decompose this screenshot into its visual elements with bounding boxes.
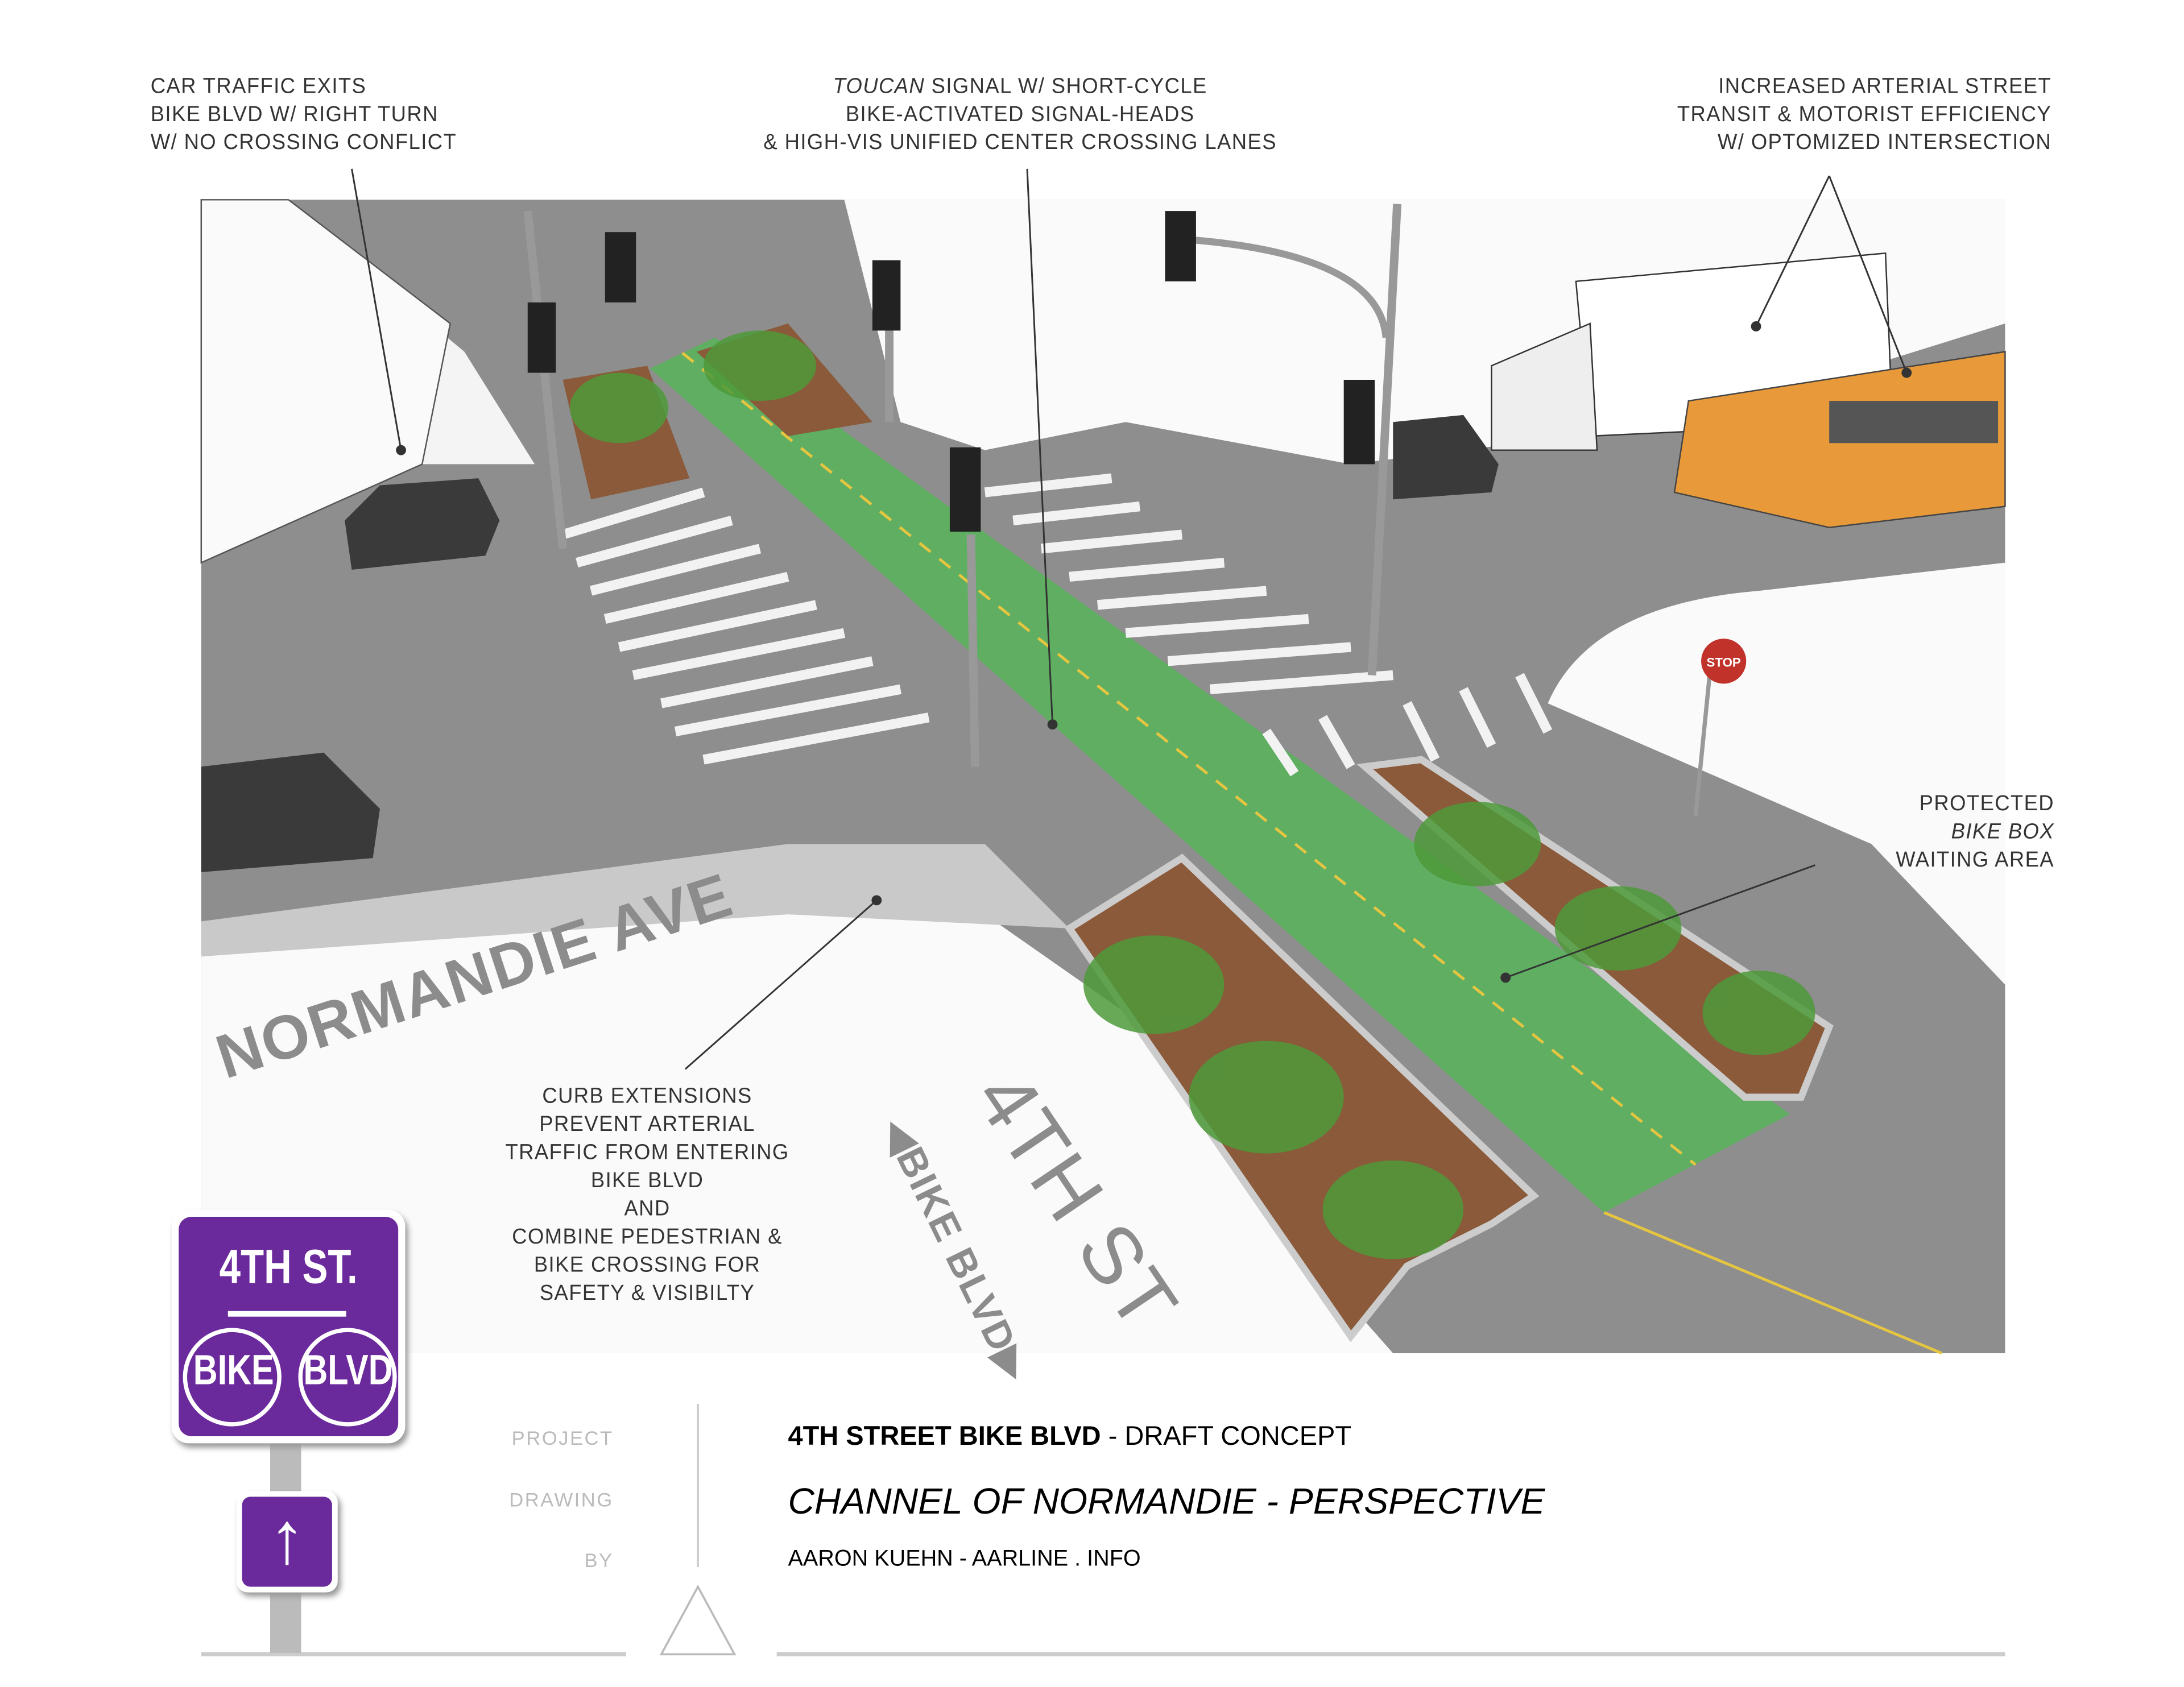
sign-street-name: 4TH ST. bbox=[219, 1241, 358, 1295]
sidewalk-corner-nw bbox=[200, 199, 452, 564]
car-northwest bbox=[345, 478, 500, 570]
note-line: Car traffic exits bbox=[150, 74, 367, 99]
car-west bbox=[201, 752, 380, 872]
arrow-up-icon: ↑ bbox=[268, 1498, 305, 1580]
aarline-logo bbox=[659, 1584, 737, 1656]
annotation-bike-box: Protected Bike Box waiting area bbox=[1787, 790, 2054, 874]
signal-mast-arm bbox=[1181, 235, 1390, 338]
note-line: combine pedestrian & bbox=[512, 1225, 783, 1249]
yellow-line bbox=[1603, 1211, 1943, 1355]
bike-blvd-sign: 4TH ST. BIKE BLVD ↑ bbox=[171, 1209, 406, 1653]
project-label: Project bbox=[511, 1426, 614, 1449]
sign-panel: 4TH ST. BIKE BLVD bbox=[171, 1209, 406, 1444]
project-name: 4th Street Bike Blvd bbox=[788, 1422, 1101, 1452]
sidewalk-south-east bbox=[1548, 562, 2005, 985]
note-line: Curb extensions bbox=[542, 1084, 752, 1109]
bike-lane bbox=[650, 337, 1790, 1213]
traffic-signal-heads bbox=[527, 211, 1375, 532]
note-line: w/ optomized intersection bbox=[1717, 131, 2052, 155]
note-emphasis: Bike Box bbox=[1951, 820, 2055, 844]
note-line: waiting area bbox=[1896, 848, 2055, 872]
annotation-curb-extensions: Curb extensions prevent arterial traffic… bbox=[474, 1083, 821, 1308]
note-line: bike-activated signal-heads bbox=[845, 102, 1195, 127]
note-line: traffic from entering bbox=[505, 1141, 789, 1165]
note-line: bike blvd w/ right turn bbox=[150, 102, 439, 127]
note-line: transit & motorist efficiency bbox=[1677, 102, 2052, 127]
note-line: and bbox=[624, 1197, 671, 1221]
note-line: prevent arterial bbox=[539, 1112, 755, 1137]
leader-lines bbox=[351, 168, 1912, 1070]
sign-bike-text: BIKE bbox=[193, 1348, 274, 1394]
sign-blvd-text: BLVD bbox=[303, 1348, 393, 1394]
plants bbox=[569, 330, 1815, 1259]
project-status: - Draft Concept bbox=[1101, 1422, 1352, 1452]
project-value: 4th Street Bike Blvd - Draft Concept bbox=[788, 1422, 1351, 1453]
crosswalk-west bbox=[561, 487, 930, 765]
drawing-title: Channel of Normandie - Perspective bbox=[788, 1479, 1545, 1522]
drawing-label: Drawing bbox=[509, 1488, 614, 1511]
car-north bbox=[1393, 415, 1499, 500]
stop-sign-text: STOP bbox=[1707, 656, 1741, 670]
bike-lane-centerline bbox=[681, 352, 1697, 1166]
note-line: safety & visibilty bbox=[539, 1281, 755, 1305]
crosswalk-east bbox=[984, 473, 1553, 777]
note-line: & high-vis unified center crossing lanes bbox=[763, 131, 1277, 155]
by-label: By bbox=[584, 1548, 614, 1572]
annotation-arterial: Increased arterial street transit & moto… bbox=[1573, 73, 2051, 157]
curb-extension-sw bbox=[201, 844, 1070, 957]
note-line: signal w/ short-cycle bbox=[931, 74, 1207, 99]
annotation-car-traffic: Car traffic exits bike blvd w/ right tur… bbox=[151, 73, 457, 157]
note-line: bike crossing for bbox=[533, 1253, 761, 1278]
bus bbox=[1673, 351, 2006, 529]
arrow-sign: ↑ bbox=[236, 1491, 338, 1593]
annotation-toucan-signal: Toucan signal w/ short-cycle bike-activa… bbox=[719, 73, 1321, 157]
note-line: bike blvd bbox=[590, 1168, 704, 1193]
author: Aaron Kuehn - aarline . info bbox=[788, 1547, 1141, 1572]
signal-poles bbox=[523, 204, 1402, 767]
sidewalk-south-west bbox=[201, 900, 1393, 1353]
stop-sign: STOP bbox=[1693, 639, 1747, 816]
note-line: w/ no crossing conflict bbox=[150, 131, 457, 155]
note-emphasis: Toucan bbox=[833, 74, 925, 99]
note-line: Increased arterial street bbox=[1718, 74, 2052, 99]
note-line: Protected bbox=[1919, 791, 2055, 816]
